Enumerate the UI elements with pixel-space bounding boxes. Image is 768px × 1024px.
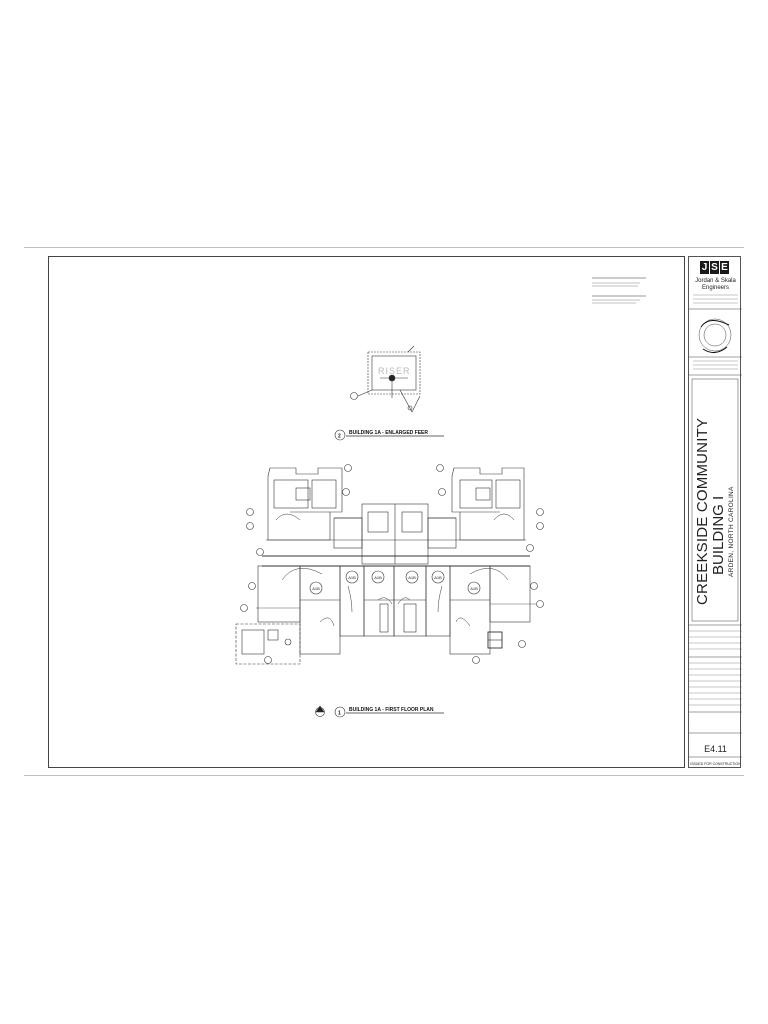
title-block-linework	[689, 294, 742, 758]
enlarged-riser-room	[350, 345, 421, 413]
project-title-line2: BUILDING I	[710, 495, 727, 575]
unit-tag-label: A1B	[312, 586, 320, 591]
unit-tags: A1B A1B A1B A1B A1B A1B	[312, 575, 478, 591]
logo-letter: J	[700, 261, 709, 274]
view-1-title: BUILDING 1A - FIRST FLOOR PLAN	[349, 707, 434, 713]
project-title-panel: CREEKSIDE COMMUNITY BUILDING I ARDEN, NO…	[692, 377, 738, 617]
firm-logo: J S E	[700, 261, 729, 274]
view-2-bubble	[334, 429, 346, 441]
first-floor-plan	[235, 464, 544, 665]
unit-tag-label: A1B	[434, 575, 442, 580]
view-2-title: BUILDING 1A - ENLARGED FEER	[349, 430, 428, 436]
firm-name-line1: Jordan & Skala	[695, 278, 736, 284]
logo-letter: S	[710, 261, 719, 274]
unit-tag-label: A1B	[408, 575, 416, 580]
drawing-sheet-border	[48, 256, 685, 768]
bottom-page-rule	[24, 775, 744, 776]
sheet-number: E4.11	[704, 744, 727, 754]
project-location: ARDEN, NORTH CAROLINA	[728, 486, 735, 577]
project-title-line1: CREEKSIDE COMMUNITY	[694, 417, 711, 605]
logo-letter: E	[720, 261, 729, 274]
unit-tag-label: A1B	[374, 575, 382, 580]
unit-tag-label: A1B	[348, 575, 356, 580]
riser-label: RISER	[378, 366, 411, 376]
unit-tag-label: A1B	[470, 586, 478, 591]
issue-status: ISSUED FOR CONSTRUCTION	[690, 762, 741, 766]
view-2-number: 2	[338, 434, 341, 440]
view-1-bubble	[334, 706, 346, 718]
view-1-number: 1	[338, 711, 341, 717]
firm-name-line2: Engineers	[701, 285, 730, 291]
title-block: J S E Jordan & Skala Engineers	[688, 256, 742, 768]
general-notes-block	[592, 277, 646, 304]
top-page-rule	[24, 247, 744, 248]
